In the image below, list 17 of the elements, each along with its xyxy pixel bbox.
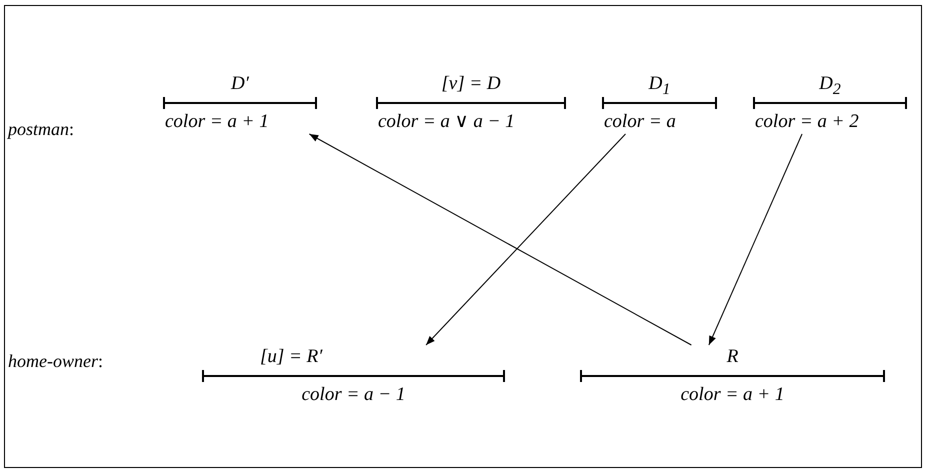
- color-condition: color = a: [604, 110, 676, 134]
- color-condition: color = a + 1: [680, 383, 784, 407]
- arrow: [308, 134, 692, 346]
- interval-name: R: [726, 345, 738, 369]
- row-label: home-owner:: [8, 350, 103, 373]
- interval-name: D$_{2}$: [819, 72, 841, 96]
- arrow: [708, 134, 803, 346]
- row-label: postman:: [8, 118, 74, 141]
- interval-name: D′: [231, 72, 249, 96]
- interval-name: D$_{1}$: [648, 72, 670, 96]
- arrow: [426, 134, 626, 346]
- color-condition: color = a − 1: [302, 383, 406, 407]
- color-condition: color = a ∨ a − 1: [378, 110, 515, 134]
- color-condition: color = a + 2: [755, 110, 859, 134]
- interval-name: [u] = R′: [260, 345, 322, 369]
- interval-name: [v] = D: [441, 72, 501, 96]
- color-condition: color = a + 1: [165, 110, 269, 134]
